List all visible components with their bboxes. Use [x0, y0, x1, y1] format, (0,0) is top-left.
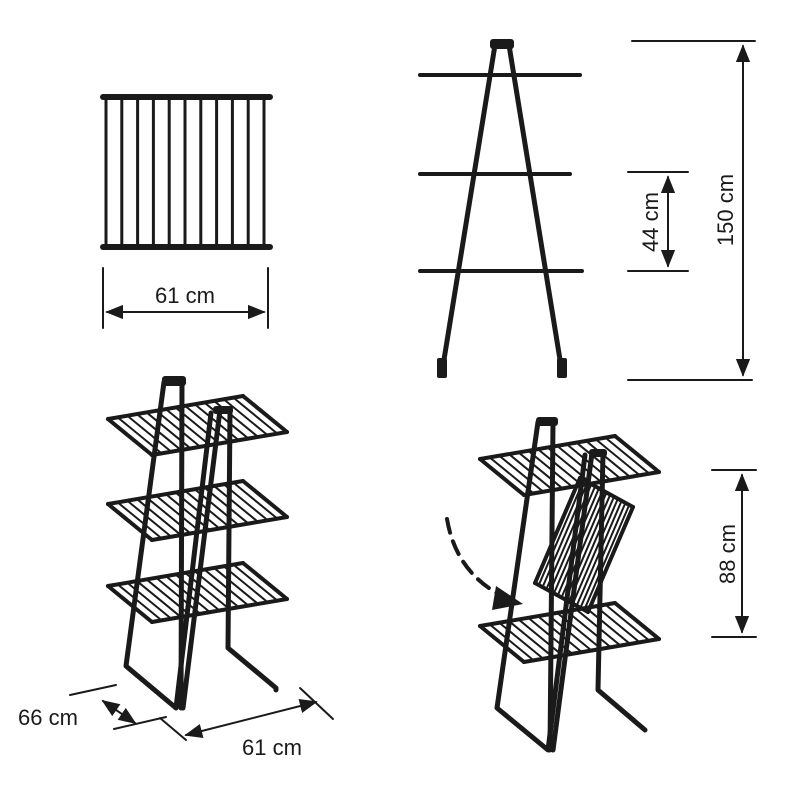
rear-frame-left: [180, 407, 223, 711]
folding-shelf-bottom-bar: [585, 606, 632, 645]
front-frame-left: [123, 379, 214, 711]
side-leg-left: [439, 42, 498, 375]
unfolded-shelf-top-bar: [126, 414, 173, 453]
rack-3d-unfolded: [106, 376, 289, 711]
folding-shelf-top-bar: [517, 451, 564, 490]
folding-shelf-bottom-bar: [594, 605, 641, 644]
depth-tick-2: [113, 716, 167, 730]
shelf-bars: [104, 97, 266, 247]
rack-side-view: [418, 39, 584, 378]
top-width-label: 61 cm: [155, 283, 215, 308]
folding-shelf-top-bar: [536, 448, 583, 487]
unfolded-shelf-middle-edge: [241, 479, 289, 519]
folding-rear-left: [550, 450, 595, 753]
folding-shelf-top-edge: [478, 457, 526, 497]
unfolded-shelf-top-edge: [241, 394, 289, 434]
side-foot-right: [557, 358, 567, 378]
base-width-label: 61 cm: [242, 735, 302, 760]
base-dimensions: 66 cm 61 cm: [18, 684, 334, 760]
side-top-cap: [490, 39, 514, 49]
folding-front-left: [494, 419, 588, 753]
depth-tick-1: [69, 684, 117, 696]
total-height-dimension: 150 cm: [627, 40, 756, 381]
unfolded-shelf-top-bar: [232, 396, 279, 435]
side-leg-right: [506, 42, 565, 375]
unfolded-shelf-bottom-bar: [116, 583, 163, 622]
unfolded-shelf-top-bar: [222, 398, 269, 437]
folding-shelf-bottom-edge: [613, 601, 661, 641]
unfolded-shelf-middle-bar: [126, 499, 173, 538]
folding-shelf-top-bar: [498, 454, 545, 493]
folding-shelf-bottom-bar: [517, 618, 564, 657]
unfolded-shelf-top-bar: [203, 401, 250, 440]
folding-shelf-bottom-bar: [488, 623, 535, 662]
side-foot-left: [437, 358, 447, 378]
folding-front-cap: [536, 417, 558, 426]
width-tick-2: [299, 687, 334, 720]
folding-shelf-top-bar: [575, 441, 622, 480]
folding-shelf-bottom-bar: [507, 620, 554, 659]
folding-shelf-tilted-bar: [571, 497, 619, 605]
unfolded-shelf-middle-bar: [232, 481, 279, 520]
front-top-cap: [162, 376, 186, 386]
folded-height-label: 88 cm: [715, 524, 740, 584]
folding-shelf-tilted-edge: [586, 505, 635, 614]
front-frame-right: [178, 379, 185, 711]
total-height-label: 150 cm: [713, 174, 738, 246]
fold-dashed-path: [445, 517, 504, 598]
rack-3d-folding: [478, 417, 661, 753]
dim-arrow-depth: [101, 699, 137, 725]
unfolded-shelf-bottom-edge: [241, 561, 289, 601]
unfolded-shelf-middle-bar: [116, 501, 163, 540]
folding-shelf-top-edge: [613, 434, 661, 474]
unfolded-shelf-bottom-bar: [213, 566, 260, 605]
unfolded-shelf-middle-bar: [164, 493, 211, 532]
unfolded-shelf-bottom-bar: [193, 570, 240, 609]
unfolded-shelf-bottom-bar: [232, 563, 279, 602]
width-dimension-top: 61 cm: [102, 267, 269, 329]
folding-shelf-bottom-bar: [565, 610, 612, 649]
unfolded-shelf-top-bar: [184, 404, 231, 443]
width-tick-1: [159, 717, 187, 741]
folding-shelf-tilted-bar: [537, 479, 585, 587]
shelf-spacing-dimension: 44 cm: [627, 171, 689, 272]
folding-shelf-tilted-edge: [533, 476, 582, 585]
unfolded-shelf-top-edge: [106, 417, 154, 457]
dim-arrow-base-width: [184, 699, 318, 738]
unfolded-shelf-bottom-bar: [135, 580, 182, 619]
folding-shelf-bottom-bar: [536, 615, 583, 654]
fold-arrow-head-icon: [492, 586, 523, 610]
unfolded-shelf-top-bar: [164, 408, 211, 447]
folding-shelf-top-bar: [594, 438, 641, 477]
unfolded-shelf-middle-bar: [155, 494, 202, 533]
folding-shelf-tilted-bar: [583, 503, 631, 611]
unfolded-shelf-top-bar: [155, 409, 202, 448]
rear-frame-right: [225, 407, 279, 693]
folding-shelf-top-bar: [556, 444, 603, 483]
folding-front-right: [547, 419, 556, 753]
unfolded-shelf-bottom-edge: [106, 584, 154, 624]
folding-shelf-top-bar: [585, 439, 632, 478]
base-depth-label: 66 cm: [18, 705, 78, 730]
rear-top-cap: [213, 406, 233, 414]
unfolded-shelf-bottom-bar: [145, 578, 192, 617]
folding-shelf-bottom-bar: [604, 603, 651, 642]
folding-rear-cap: [589, 449, 607, 457]
folded-height-dimension: 88 cm: [711, 469, 757, 638]
fold-arrow: [445, 517, 523, 610]
unfolded-shelf-middle-bar: [213, 484, 260, 523]
folding-rear-right: [595, 450, 648, 733]
unfolded-shelf-bottom-bar: [155, 576, 202, 615]
folding-shelf-bottom-edge: [478, 624, 526, 664]
folding-shelf-top-bar: [604, 436, 651, 475]
shelf-spacing-label: 44 cm: [638, 192, 663, 252]
shelf-top-view: [100, 94, 273, 250]
unfolded-shelf-middle-bar: [135, 498, 182, 537]
